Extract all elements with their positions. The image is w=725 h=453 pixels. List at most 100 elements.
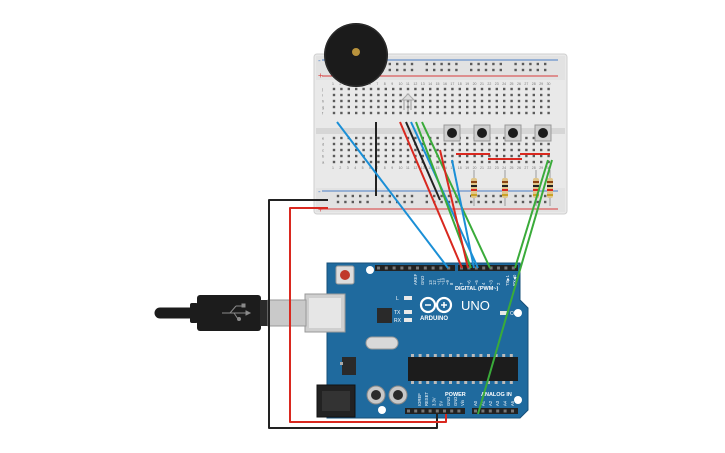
column-number: 14 bbox=[428, 166, 432, 170]
capacitor bbox=[366, 385, 386, 405]
header-pin[interactable] bbox=[511, 409, 514, 413]
breadboard-hole bbox=[480, 105, 484, 109]
resistor[interactable] bbox=[547, 170, 553, 206]
breadboard-hole bbox=[517, 148, 521, 152]
header-pin[interactable] bbox=[377, 266, 380, 270]
breadboard-hole bbox=[510, 111, 513, 115]
header-pin[interactable] bbox=[443, 409, 446, 413]
breadboard-hole bbox=[332, 160, 336, 164]
rail-hole bbox=[388, 200, 391, 204]
breadboard-hole bbox=[369, 99, 373, 103]
breadboard-hole bbox=[466, 136, 469, 140]
arduino-uno-board[interactable]: L TX RX ON ARDUINO UNO DIGITAL (PWM~) AR… bbox=[304, 262, 529, 419]
column-number: 26 bbox=[517, 82, 521, 86]
resistor[interactable] bbox=[502, 170, 508, 206]
header-pin[interactable] bbox=[467, 266, 471, 270]
header-pin[interactable] bbox=[447, 266, 451, 270]
breadboard-hole bbox=[443, 148, 447, 152]
rail-hole bbox=[344, 194, 347, 198]
breadboard-hole bbox=[532, 99, 535, 103]
rgb-led[interactable] bbox=[400, 93, 416, 112]
pushbutton[interactable] bbox=[534, 124, 552, 142]
breadboard-hole bbox=[414, 105, 417, 109]
pin-label-power: GND bbox=[446, 397, 451, 406]
breadboard-hole bbox=[355, 136, 358, 140]
header-pin[interactable] bbox=[407, 409, 410, 413]
breadboard-hole bbox=[362, 160, 365, 164]
header-pin[interactable] bbox=[435, 409, 439, 413]
breadboard-hole bbox=[466, 111, 469, 115]
rail-hole bbox=[470, 68, 473, 72]
header-pin[interactable] bbox=[496, 409, 500, 413]
header-pin[interactable] bbox=[428, 409, 432, 413]
reset-button[interactable] bbox=[335, 265, 355, 285]
breadboard-hole bbox=[532, 87, 535, 91]
header-pin[interactable] bbox=[481, 409, 485, 413]
breadboard-hole bbox=[547, 142, 550, 146]
column-number: 22 bbox=[487, 82, 491, 86]
header-pin[interactable] bbox=[421, 409, 425, 413]
header-pin[interactable] bbox=[416, 266, 419, 270]
header-pin[interactable] bbox=[511, 266, 515, 270]
rail-hole bbox=[410, 62, 414, 66]
breadboard-hole bbox=[510, 105, 513, 109]
pin-label-digital: 4 bbox=[481, 282, 486, 285]
column-number: 6 bbox=[369, 166, 371, 170]
rail-hole bbox=[492, 200, 495, 204]
pin-label-rx: RX◀0 bbox=[512, 274, 517, 286]
breadboard-hole bbox=[347, 99, 350, 103]
pushbutton[interactable] bbox=[504, 124, 522, 142]
breadboard-hole bbox=[488, 93, 491, 97]
header-pin[interactable] bbox=[457, 409, 461, 413]
header-pin[interactable] bbox=[384, 266, 388, 270]
breadboard-hole bbox=[466, 148, 469, 152]
pin-label-digital: ~3 bbox=[489, 280, 494, 285]
header-pin[interactable] bbox=[400, 266, 404, 270]
usb-symbol-icon bbox=[222, 303, 252, 321]
header-pin[interactable] bbox=[488, 409, 492, 413]
header-pin[interactable] bbox=[423, 266, 427, 270]
header-pin[interactable] bbox=[439, 266, 443, 270]
breadboard-hole bbox=[340, 111, 343, 115]
breadboard-hole bbox=[362, 105, 365, 109]
pin-label-digital: ~11 bbox=[436, 278, 441, 285]
header-pin[interactable] bbox=[482, 266, 486, 270]
breadboard-hole bbox=[488, 154, 491, 158]
header-pin[interactable] bbox=[489, 266, 493, 270]
header-pin[interactable] bbox=[504, 266, 508, 270]
breadboard-hole bbox=[495, 136, 498, 140]
rail-hole bbox=[499, 62, 502, 66]
resistors bbox=[471, 170, 553, 206]
wire-led-black bbox=[405, 121, 441, 201]
wires bbox=[268, 121, 553, 429]
breadboard-hole bbox=[503, 111, 506, 115]
breadboard-hole bbox=[503, 136, 506, 140]
piezo-buzzer[interactable] bbox=[324, 23, 388, 87]
breadboard-hole bbox=[503, 93, 506, 97]
label-rx: RX bbox=[394, 318, 402, 324]
header-pin[interactable] bbox=[450, 409, 454, 413]
pushbutton[interactable] bbox=[443, 124, 461, 142]
rail-hole bbox=[514, 200, 517, 204]
rail-hole bbox=[492, 194, 495, 198]
pushbutton[interactable] bbox=[473, 124, 491, 142]
pin-label-analog: A4 bbox=[503, 400, 508, 406]
breadboard-hole bbox=[451, 99, 454, 103]
header-pin[interactable] bbox=[497, 266, 500, 270]
resistor[interactable] bbox=[471, 170, 477, 206]
column-number: 11 bbox=[406, 82, 410, 86]
breadboard-hole bbox=[384, 160, 387, 164]
header-pin[interactable] bbox=[392, 266, 396, 270]
breadboard-hole bbox=[421, 154, 424, 158]
header-pin[interactable] bbox=[431, 266, 435, 270]
header-pin[interactable] bbox=[408, 266, 412, 270]
breadboard-hole bbox=[510, 148, 513, 152]
header-pin[interactable] bbox=[414, 409, 418, 413]
breadboard-hole bbox=[406, 154, 410, 158]
rail-hole bbox=[396, 194, 399, 198]
row-letter: a bbox=[322, 160, 325, 165]
header-pin[interactable] bbox=[503, 409, 507, 413]
header-pin[interactable] bbox=[474, 409, 477, 413]
header-pin[interactable] bbox=[474, 266, 478, 270]
